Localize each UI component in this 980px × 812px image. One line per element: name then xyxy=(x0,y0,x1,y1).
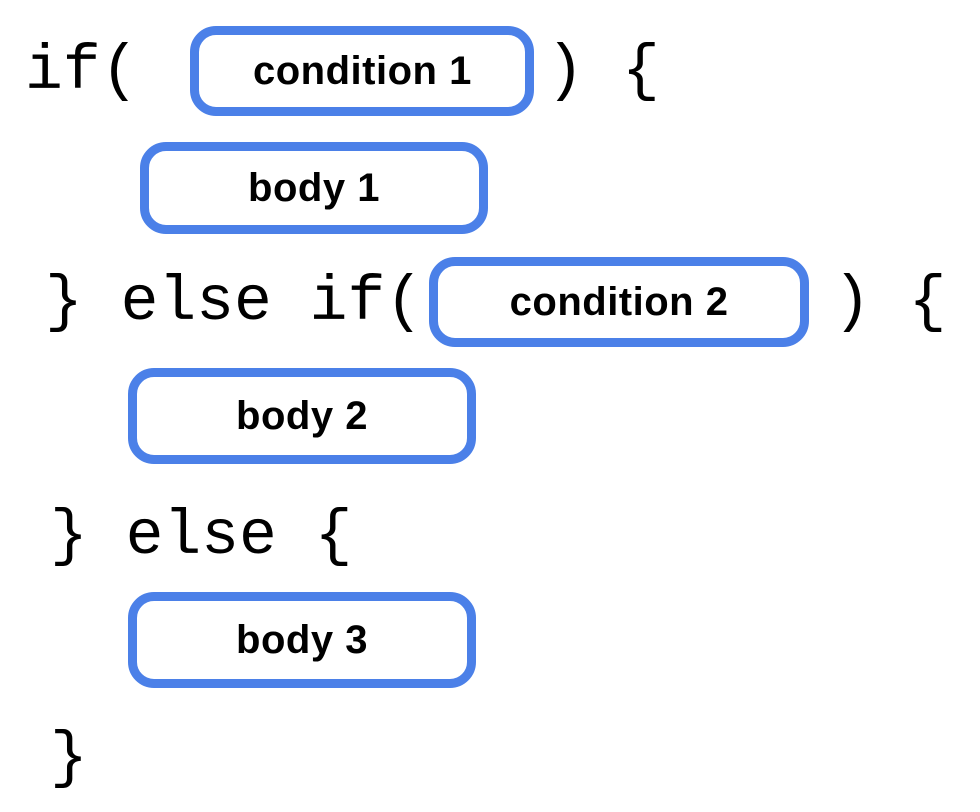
condition-2-placeholder-box: condition 2 xyxy=(429,257,810,347)
code-line-else-if: } else if( condition 2 ) { xyxy=(0,255,946,349)
body-3-placeholder-box: body 3 xyxy=(128,592,476,688)
code-line-body-1: body 1 xyxy=(0,141,488,235)
code-segment-else-if-open: } else if( xyxy=(45,266,424,338)
code-line-if: if( condition 1 ) { xyxy=(0,24,660,118)
body-1-placeholder-box: body 1 xyxy=(140,142,488,234)
code-segment-closing-brace: } xyxy=(50,722,88,794)
code-line-body-3: body 3 xyxy=(0,591,476,689)
condition-2-label: condition 2 xyxy=(509,280,729,324)
code-segment-if-open: if( xyxy=(25,35,139,107)
code-line-else: } else { xyxy=(0,489,352,583)
code-line-body-2: body 2 xyxy=(0,367,476,465)
code-segment-else-if-close: ) { xyxy=(833,266,947,338)
body-2-label: body 2 xyxy=(236,394,368,438)
body-2-placeholder-box: body 2 xyxy=(128,368,476,464)
condition-1-label: condition 1 xyxy=(253,49,472,93)
code-segment-else: } else { xyxy=(50,500,353,572)
body-1-label: body 1 xyxy=(248,166,380,210)
condition-1-placeholder-box: condition 1 xyxy=(190,26,535,116)
code-line-closing-brace: } xyxy=(0,711,88,805)
body-3-label: body 3 xyxy=(236,618,368,662)
code-segment-if-close: ) { xyxy=(546,35,660,107)
